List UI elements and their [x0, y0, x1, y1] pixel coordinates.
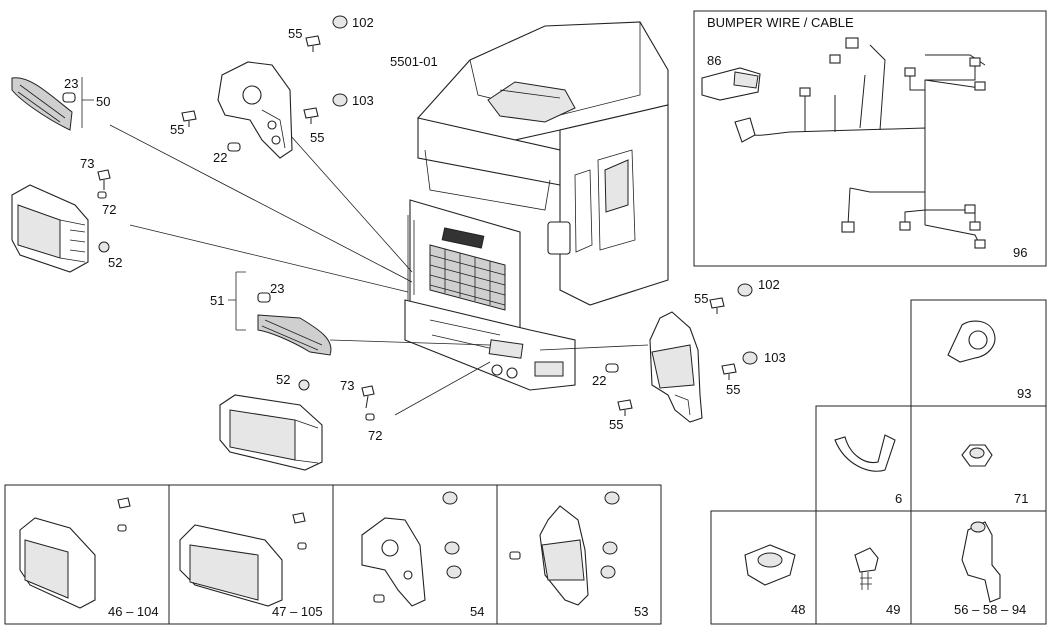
- grid-label-48: 48: [791, 602, 805, 617]
- corner-lamp-bracket-top: [217, 61, 293, 159]
- side-marker-lamp-50: [11, 77, 76, 131]
- bulb-72-top: [97, 191, 107, 199]
- bottom-panels: 46 – 104 47 – 105 54 53: [4, 484, 662, 625]
- callout-23-mid: 23: [270, 281, 284, 296]
- callout-55-f: 55: [609, 417, 623, 432]
- panel-label-54: 54: [470, 604, 484, 619]
- grid-label-93: 93: [1017, 386, 1031, 401]
- bulb-22-b: [605, 363, 619, 373]
- callout-55-a: 55: [288, 26, 302, 41]
- nut-52-top: [98, 241, 110, 253]
- callout-55-c: 55: [310, 130, 324, 145]
- screw-55-d: [709, 297, 725, 314]
- headlight-upper-left: [11, 184, 89, 273]
- callout-102-b: 102: [758, 277, 780, 292]
- screw-55-c: [303, 107, 319, 124]
- callout-50: 50: [96, 94, 110, 109]
- grid-label-49: 49: [886, 602, 900, 617]
- callout-22-b: 22: [592, 373, 606, 388]
- nut-52-mid: [298, 379, 310, 391]
- bulb-72-mid: [365, 413, 375, 421]
- grid-label-71: 71: [1014, 491, 1028, 506]
- callout-22-a: 22: [213, 150, 227, 165]
- wiring-box-number: 96: [1013, 245, 1027, 260]
- screw-55-a: [305, 35, 321, 52]
- grid-label-6: 6: [895, 491, 902, 506]
- clip-102-b: [737, 283, 753, 297]
- callout-51: 51: [210, 293, 224, 308]
- panel-label-53: 53: [634, 604, 648, 619]
- headlight-lower: [219, 394, 323, 471]
- wiring-box-title: BUMPER WIRE / CABLE: [707, 15, 854, 30]
- callout-55-d: 55: [694, 291, 708, 306]
- callout-23-top: 23: [64, 76, 78, 91]
- screw-73-mid: [361, 385, 375, 409]
- bulb-22-a: [227, 142, 241, 152]
- callout-102-a: 102: [352, 15, 374, 30]
- panel-label-47-105: 47 – 105: [272, 604, 323, 619]
- callout-55-e: 55: [726, 382, 740, 397]
- callout-103-a: 103: [352, 93, 374, 108]
- screw-55-e: [721, 363, 737, 380]
- callout-52-top: 52: [108, 255, 122, 270]
- callout-72-mid: 72: [368, 428, 382, 443]
- panel-label-46-104: 46 – 104: [108, 604, 159, 619]
- clip-103-b: [742, 351, 758, 365]
- clip-103-a: [332, 93, 348, 107]
- truck-cab-drawing: [404, 21, 669, 391]
- callout-73-mid: 73: [340, 378, 354, 393]
- grid-label-56-58-94: 56 – 58 – 94: [954, 602, 1026, 617]
- diagram-code: 5501-01: [390, 54, 438, 69]
- callout-52-mid: 52: [276, 372, 290, 387]
- leader-lines: [81, 77, 649, 416]
- side-marker-lamp-51: [257, 292, 332, 356]
- side-parts-grid: 93 6 71 48 49 56 – 58 – 94: [710, 299, 1047, 625]
- corner-lamp-right: [649, 311, 703, 423]
- callout-72-top: 72: [102, 202, 116, 217]
- callout-103-b: 103: [764, 350, 786, 365]
- screw-55-f: [617, 399, 633, 416]
- screw-73-top: [97, 169, 111, 190]
- wiring-connector-label: 86: [707, 53, 721, 68]
- callout-55-b: 55: [170, 122, 184, 137]
- bumper-wiring-box: BUMPER WIRE / CABLE 86 96: [693, 10, 1047, 267]
- callout-73-top: 73: [80, 156, 94, 171]
- clip-102-a: [332, 15, 348, 29]
- screw-55-b: [181, 110, 197, 127]
